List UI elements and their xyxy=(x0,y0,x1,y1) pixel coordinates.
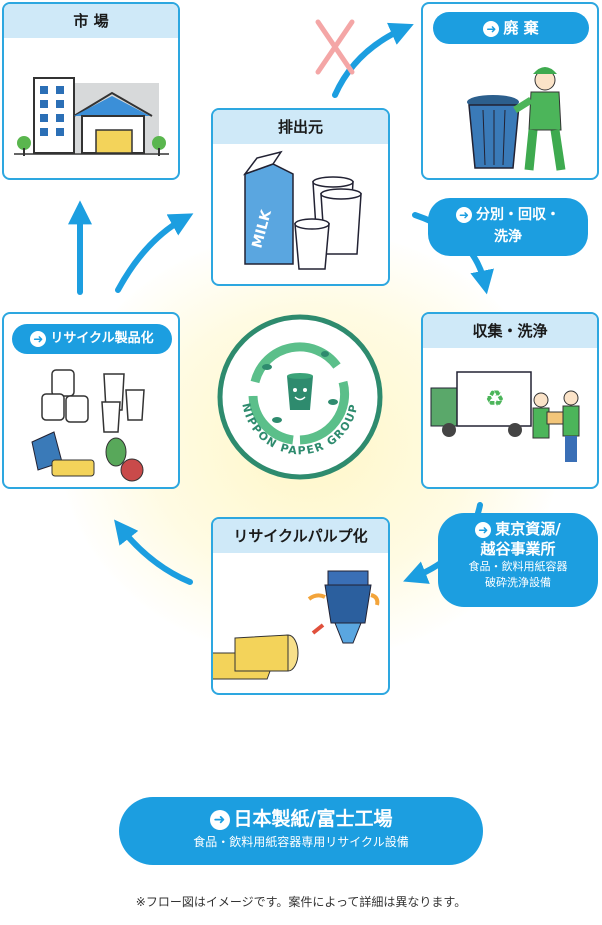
arrow-right-icon: ➜ xyxy=(475,522,491,538)
disposal-card: ➜廃 棄 xyxy=(421,2,599,180)
market-title: 市 場 xyxy=(4,4,178,38)
nippon-paper-group-logo: NIPPON PAPER GROUP xyxy=(215,312,385,482)
svg-text:♻: ♻ xyxy=(485,387,505,412)
market-card: 市 場 xyxy=(2,2,180,180)
worker-trashcan-illustration xyxy=(423,50,597,180)
market-buildings-illustration xyxy=(4,38,178,178)
sorting-label: ➜分別・回収・ 洗浄 xyxy=(428,198,588,256)
fuji-mill-label: ➜日本製紙/富士工場 食品・飲料用紙容器専用リサイクル設備 xyxy=(119,797,483,865)
recycled-product-label: ➜リサイクル製品化 xyxy=(12,324,172,354)
pulp-title: リサイクルパルプ化 xyxy=(213,519,388,553)
recycled-product-card: ➜リサイクル製品化 xyxy=(2,312,180,489)
arrow-pulp-to-product xyxy=(120,527,190,582)
arrow-right-icon: ➜ xyxy=(210,810,230,830)
pulper-roll-illustration xyxy=(213,553,388,693)
collection-card: 収集・洗浄 ♻ xyxy=(421,312,599,489)
pulp-card: リサイクルパルプ化 xyxy=(211,517,390,695)
arrow-right-icon: ➜ xyxy=(456,207,472,223)
source-title: 排出元 xyxy=(213,110,388,144)
truck-workers-illustration: ♻ xyxy=(423,348,597,486)
arrow-right-icon: ➜ xyxy=(30,331,46,347)
cross-mark xyxy=(318,22,352,72)
collection-title: 収集・洗浄 xyxy=(423,314,597,348)
milk-cups-illustration: MILK xyxy=(213,144,388,284)
disposal-label: ➜廃 棄 xyxy=(433,12,589,44)
recycled-goods-illustration xyxy=(4,362,178,488)
tokyo-facility-label: ➜東京資源/ 越谷事業所 食品・飲料用紙容器 破砕洗浄設備 xyxy=(438,513,598,607)
source-card: 排出元 MILK xyxy=(211,108,390,286)
footnote: ※フロー図はイメージです。案件によって詳細は異なります。 xyxy=(0,893,602,910)
arrow-product-to-source xyxy=(118,218,185,290)
arrow-right-icon: ➜ xyxy=(483,21,499,37)
